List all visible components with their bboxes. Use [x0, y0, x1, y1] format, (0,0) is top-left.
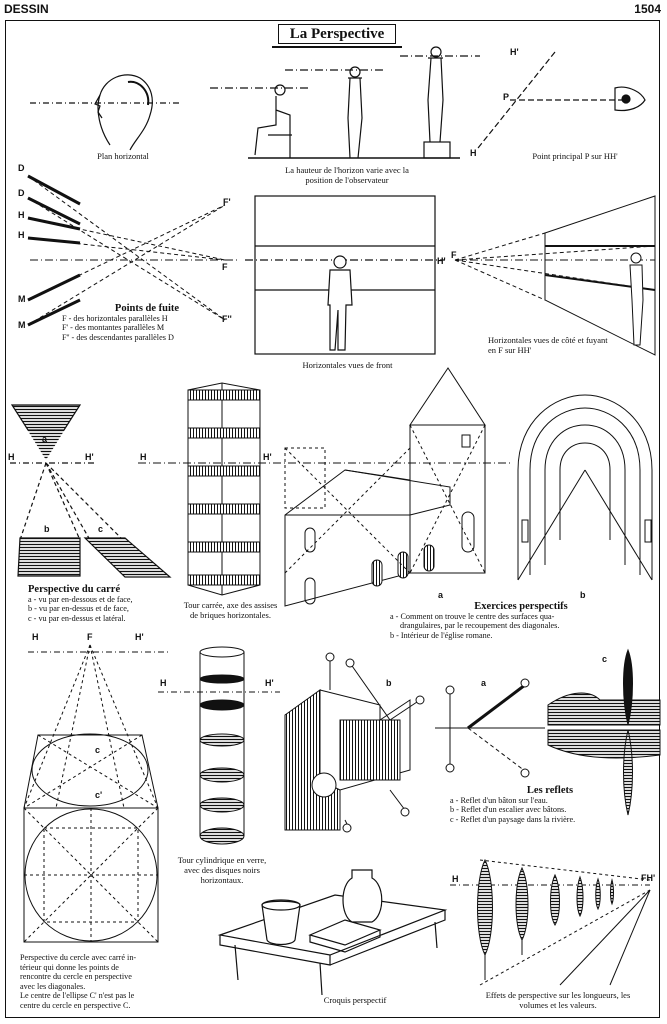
caption-plan-horizontal: Plan horizontal	[97, 151, 149, 161]
points-fuite-block: Points de fuite F - des horizontales par…	[62, 304, 232, 342]
carre-block: Perspective du carré a - vu par en-desso…	[28, 585, 188, 623]
label-c: c	[95, 745, 101, 755]
label-m1: M	[18, 294, 26, 304]
cercle-block: Perspective du cercle avec carré in- tér…	[20, 953, 200, 1010]
label-c-reflet: c	[602, 654, 608, 664]
label-c-prime: c'	[95, 790, 103, 800]
label-h: H	[470, 148, 477, 158]
cercle-line-6: centre du cercle en perspective C.	[20, 1000, 131, 1010]
label-b-carre: b	[44, 524, 50, 534]
label-h-prime-front: H'	[437, 256, 446, 266]
label-d2: D	[18, 188, 25, 198]
points-fuite-line-1: F - des horizontales parallèles H	[62, 313, 168, 323]
label-h-cyl: H	[160, 678, 167, 688]
plate-frame	[5, 20, 660, 1018]
caption-hauteur-horizon: La hauteur de l'horizon varie avec la po…	[285, 165, 409, 185]
reflets-block: Les reflets a - Reflet d'un bâton sur l'…	[450, 786, 650, 824]
cercle-line-3: rencontre du cercle en perspective	[20, 972, 132, 981]
label-f-second: F''	[222, 314, 232, 324]
church-exercise-figure	[138, 367, 510, 607]
page-number: 1504	[634, 2, 661, 16]
cylinder-tower-figure	[158, 646, 280, 845]
label-h2: H	[18, 230, 25, 240]
caption-tour-cylindrique: Tour cylindrique en verre, avec des disq…	[177, 855, 267, 885]
caption-horizontales-front: Horizontales vues de front	[302, 360, 393, 370]
label-p: P	[503, 92, 510, 102]
reflets-line-2: b - Reflet d'un escalier avec bâtons.	[450, 805, 567, 814]
square-perspective-figure	[10, 404, 172, 578]
cercle-line-5: Le centre de l'ellipse C' n'est pas le	[20, 991, 135, 1000]
label-f-side: F	[451, 250, 457, 260]
reflets-line-3: c - Reflet d'un paysage dans la rivière.	[450, 814, 576, 824]
label-m2: M	[18, 320, 26, 330]
exercices-line-2: drangulaires, par le recoupement des dia…	[400, 621, 560, 630]
label-c-carre: c	[98, 524, 104, 534]
reflections-figure	[435, 648, 661, 816]
caption-horizontales-cote: Horizontales vues de côté et fuyant en F…	[488, 335, 608, 355]
head-profile-figure	[30, 74, 180, 151]
exercices-title: Exercices perspectifs	[474, 601, 568, 612]
vanishing-points-figure	[27, 174, 240, 327]
principal-point-figure	[477, 51, 646, 149]
label-f-prime: F'	[223, 197, 231, 207]
carre-line-2: b - vu par en-dessus et de face,	[28, 604, 129, 613]
reflets-title: Les reflets	[526, 785, 574, 796]
front-view-figure	[245, 195, 445, 355]
carre-line-3: c - vu par en-dessus et latéral.	[28, 613, 126, 623]
label-h-prime-carre: H'	[85, 452, 94, 462]
cercle-line-1: Perspective du cercle avec carré in-	[20, 953, 137, 962]
label-b-interior: b	[580, 590, 586, 600]
page-title: La Perspective	[278, 24, 396, 44]
exercices-line-1: a - Comment on trouve le centre des surf…	[390, 611, 555, 621]
label-h-carre: H	[8, 452, 15, 462]
label-h-prime: H'	[510, 47, 519, 57]
caption-croquis: Croquis perspectif	[323, 995, 387, 1005]
cercle-line-2: térieur qui donne les points de	[20, 962, 119, 972]
title-underline	[272, 46, 402, 48]
label-a-church: a	[438, 590, 444, 600]
points-fuite-title: Points de fuite	[114, 303, 180, 314]
caption-point-principal: Point principal P sur HH'	[532, 151, 618, 161]
caption-effets: Effets de perspective sur les longueurs,…	[485, 990, 631, 1010]
side-view-figure	[454, 195, 656, 356]
label-a-carre: a	[42, 434, 48, 444]
caption-tour-carree: Tour carrée, axe des assises de briques …	[183, 600, 278, 620]
label-h-prime-circle: H'	[135, 632, 144, 642]
square-tower-figure	[187, 382, 261, 596]
circle-perspective-figure	[23, 644, 170, 943]
label-h-church: H	[140, 452, 147, 462]
label-h-trees: H	[452, 874, 459, 884]
cercle-line-4: avec les diagonales.	[20, 981, 86, 991]
label-fh-trees: FH'	[641, 873, 656, 883]
carre-line-1: a - vu par en-dessous et de face,	[28, 594, 133, 604]
reflets-line-1: a - Reflet d'un bâton sur l'eau.	[450, 795, 548, 805]
label-h1: H	[18, 210, 25, 220]
label-h-prime-cyl: H'	[265, 678, 274, 688]
church-interior-figure	[517, 394, 653, 581]
block-exercise-figure	[284, 652, 425, 833]
label-h-circle: H	[32, 632, 39, 642]
points-fuite-line-2: F' - des montantes parallèles M	[62, 323, 165, 332]
exercices-line-3: b - Intérieur de l'église romane.	[390, 630, 493, 640]
observer-figures	[210, 46, 480, 159]
label-h-prime-church: H'	[263, 452, 272, 462]
cypress-trees-figure	[450, 858, 651, 986]
label-f: F	[222, 262, 228, 272]
exercices-block: Exercices perspectifs a - Comment on tro…	[390, 602, 652, 640]
label-d1: D	[18, 163, 25, 173]
carre-title: Perspective du carré	[28, 584, 121, 595]
points-fuite-line-3: F'' - des descendantes parallèles D	[62, 332, 174, 342]
label-b-block: b	[386, 678, 392, 688]
label-f-circle: F	[87, 632, 93, 642]
still-life-figure	[217, 869, 448, 996]
label-a-reflet: a	[481, 678, 487, 688]
section-header: DESSIN	[4, 2, 49, 16]
